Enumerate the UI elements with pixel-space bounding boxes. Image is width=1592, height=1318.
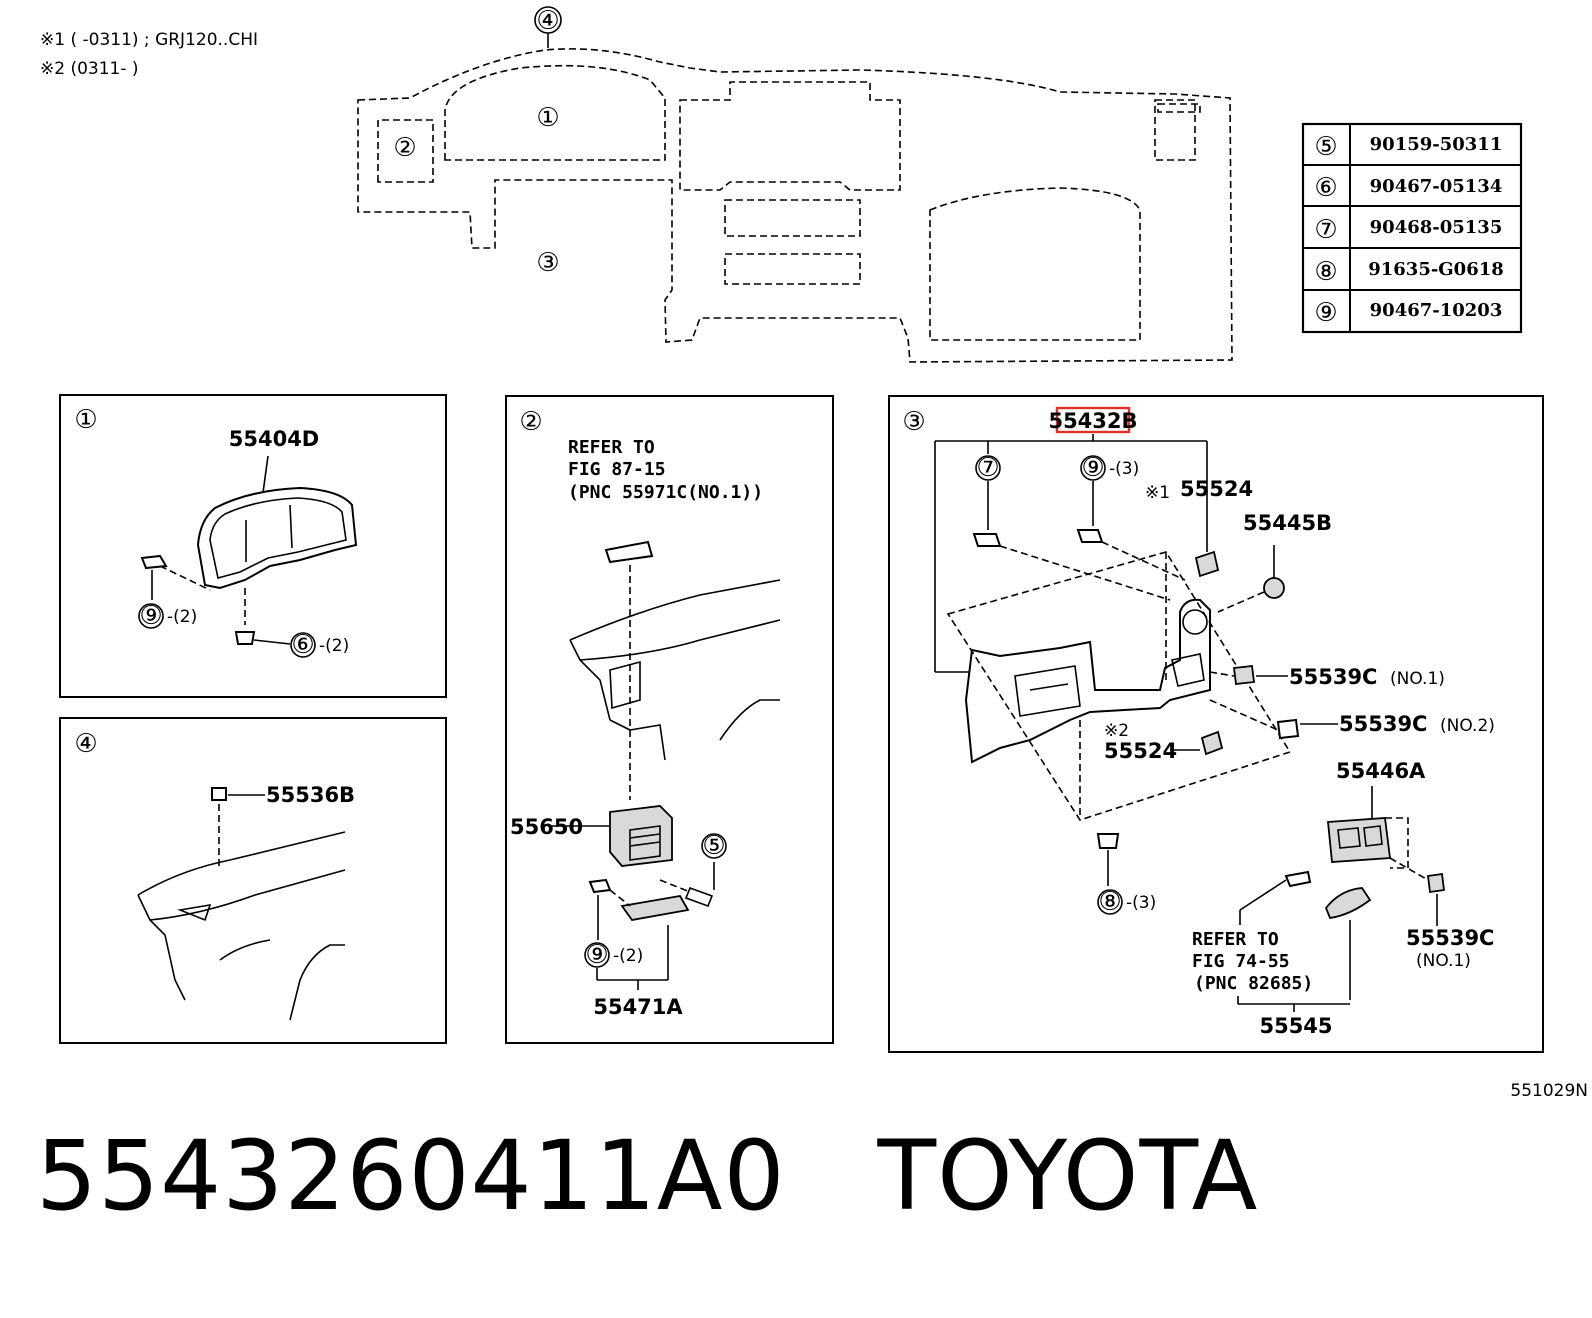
table-part: 91635-G0618	[1368, 259, 1504, 280]
lower-panel-55432B	[964, 598, 1211, 764]
table-ref: ⑧	[1314, 257, 1337, 287]
part-55539C-no2-tag: (NO.2)	[1440, 716, 1495, 736]
part-55539C-no1-tag: (NO.1)	[1390, 669, 1445, 689]
panel-3-callout-8: ⑧	[1098, 887, 1121, 917]
highlight-box-55432B	[1055, 406, 1131, 434]
panel-3-callout-7: ⑦	[976, 453, 999, 483]
panel-3-callout-9: ⑨	[1081, 453, 1104, 483]
panel-2-callout-9: ⑨	[585, 940, 608, 970]
part-55539C-no1-label: 55539C	[1289, 665, 1377, 689]
part-55432B-label: 55432B	[1048, 409, 1137, 433]
footer-part-number: 5543260411A0	[36, 1120, 786, 1232]
part-55650-label: 55650	[510, 815, 583, 839]
table-row: ⑦ 90468-05135	[1314, 215, 1502, 245]
switch-55446A	[1327, 817, 1392, 863]
panel-1-number: ①	[74, 405, 97, 435]
overview-callout-4: ④	[536, 6, 559, 36]
meter-hood-55404D	[196, 486, 358, 590]
table-ref: ⑥	[1314, 173, 1337, 203]
table-ref: ⑤	[1314, 132, 1337, 162]
panel-3-refer-line-1: REFER TO	[1192, 929, 1279, 950]
part-55536B-label: 55536B	[266, 783, 355, 807]
panel-2-refer-line-3: (PNC 55971C(NO.1))	[568, 482, 763, 503]
knob-55445B	[1263, 577, 1285, 599]
part-55539C-no2-label: 55539C	[1339, 712, 1427, 736]
panel-1-callout-6: ⑥	[291, 630, 314, 660]
overview-callout-2: ②	[393, 133, 416, 163]
panel-3-qty-9: -(3)	[1109, 459, 1139, 479]
overview-callout-1: ①	[536, 103, 559, 133]
panel-4: ④ 55536B	[59, 717, 447, 1044]
panel-3-refer-line-2: FIG 74-55	[1192, 951, 1290, 972]
part-55539C-no1b-tag: (NO.1)	[1416, 951, 1471, 971]
table-ref: ⑦	[1314, 215, 1337, 245]
table-part: 90467-05134	[1370, 176, 1503, 197]
header-note-2: ※2 (0311- )	[40, 59, 139, 79]
panel-2-refer-line-1: REFER TO	[568, 437, 655, 458]
panel-3-refer-line-3: (PNC 82685)	[1194, 973, 1313, 994]
part-55524-label-a: 55524	[1180, 477, 1253, 501]
panel-2-qty-9: -(2)	[613, 946, 643, 966]
panel-2-callout-5: ⑤	[702, 831, 725, 861]
part-55446A-label: 55446A	[1336, 759, 1426, 783]
table-ref: ⑨	[1314, 298, 1337, 328]
part-55545-label: 55545	[1259, 1014, 1332, 1038]
part-55539C-no1b-label: 55539C	[1406, 926, 1494, 950]
panel-2: ② REFER TO FIG 87-15 (PNC 55971C(NO.1)) …	[505, 395, 834, 1044]
table-row: ⑥ 90467-05134	[1314, 173, 1502, 203]
side-register-55650	[609, 805, 673, 867]
footer-brand: TOYOTA	[877, 1120, 1259, 1232]
panel-4-number: ④	[74, 729, 97, 759]
panel-1-qty-6: -(2)	[319, 636, 349, 656]
panel-3-note1-mark: ※1	[1145, 483, 1170, 503]
panel-1-qty-9: -(2)	[167, 607, 197, 627]
fastener-table: ⑤ 90159-50311 ⑥ 90467-05134 ⑦ 90468-0513…	[1301, 122, 1523, 334]
dashboard-corner-sketch	[569, 579, 781, 761]
overview-dashboard: ④ ① ② ③	[357, 6, 1233, 363]
table-part: 90159-50311	[1370, 134, 1503, 155]
panel-1-callout-9: ⑨	[139, 601, 162, 631]
table-part: 90467-10203	[1370, 300, 1503, 321]
panel-3-number: ③	[902, 407, 925, 437]
part-55445B-label: 55445B	[1243, 511, 1332, 535]
dashboard-top-sketch	[137, 831, 346, 1021]
panel-3-note2-mark: ※2	[1104, 721, 1129, 741]
part-55404D-label: 55404D	[229, 427, 320, 451]
header-note-1: ※1 ( -0311) ; GRJ120..CHI	[40, 30, 258, 50]
panel-3-qty-8: -(3)	[1126, 893, 1156, 913]
table-row: ⑨ 90467-10203	[1314, 298, 1502, 328]
panel-2-refer-line-2: FIG 87-15	[568, 459, 666, 480]
panel-2-number: ②	[519, 407, 542, 437]
overview-callout-3: ③	[536, 248, 559, 278]
table-row: ⑧ 91635-G0618	[1314, 257, 1503, 287]
part-55471A-label: 55471A	[593, 995, 683, 1019]
panel-1: ① 55404D ⑨ -(2) ⑥ -(2)	[59, 394, 447, 698]
part-55524-label-b: 55524	[1104, 739, 1177, 763]
table-part: 90468-05135	[1370, 217, 1503, 238]
panel-3: ③ 55432B ⑦ ⑨ -(3) ※1 55524 55445B	[888, 395, 1544, 1053]
figure-code: 551029N	[1510, 1081, 1588, 1101]
table-row: ⑤ 90159-50311	[1314, 132, 1502, 162]
